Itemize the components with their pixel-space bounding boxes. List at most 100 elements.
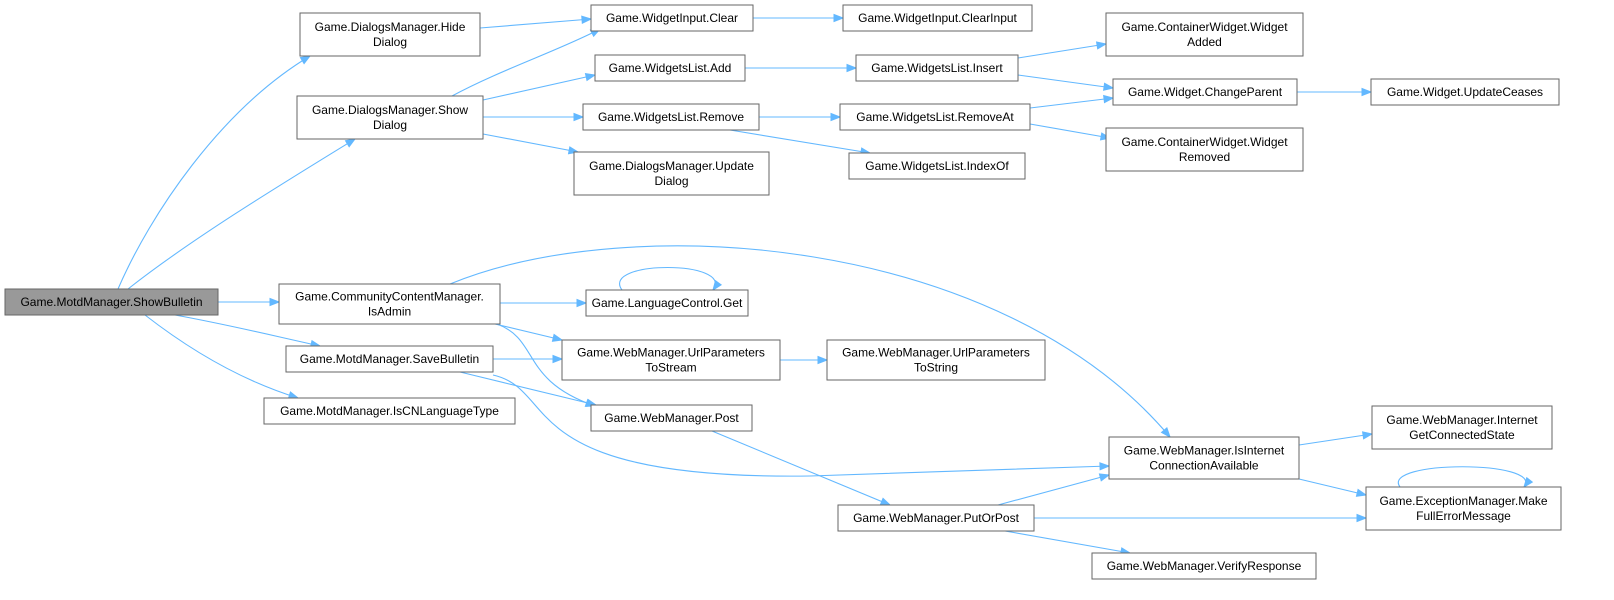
- edge-n10-to-n13: [729, 129, 872, 156]
- node-label: Game.MotdManager.ShowBulletin: [20, 295, 202, 309]
- node-box: [582, 103, 760, 131]
- edge-n0-to-n4: [127, 138, 357, 290]
- node-box: [299, 12, 481, 57]
- node-label: Dialog: [654, 174, 688, 188]
- arrowhead-n15-to-n16: [576, 298, 588, 308]
- node-n23[interactable]: Game.WebManager.InternetGetConnectedStat…: [1371, 405, 1553, 450]
- edge-n25-to-n24: [1034, 513, 1368, 523]
- node-n16[interactable]: Game.LanguageControl.Get: [585, 289, 749, 317]
- edge-n17-to-n18: [780, 355, 829, 365]
- node-n10[interactable]: Game.WidgetsList.Remove: [582, 103, 760, 131]
- node-n24[interactable]: Game.ExceptionManager.MakeFullErrorMessa…: [1365, 486, 1562, 531]
- node-label: Game.WebManager.IsInternet: [1124, 444, 1285, 458]
- arrowhead-n25-to-n24: [1356, 513, 1368, 523]
- node-n20[interactable]: Game.WebManager.Post: [590, 404, 753, 432]
- edge-n5-to-n6: [745, 63, 858, 73]
- arrowhead-n1-to-n2: [581, 15, 593, 24]
- node-box: [1105, 127, 1304, 172]
- arrowhead-n17-to-n18: [817, 355, 829, 365]
- node-label: Game.MotdManager.SaveBulletin: [300, 352, 479, 366]
- node-label: Game.DialogsManager.Hide: [315, 20, 466, 34]
- node-box: [296, 95, 484, 140]
- node-label: Game.WidgetInput.Clear: [606, 11, 738, 25]
- node-box: [1091, 552, 1317, 580]
- node-n3[interactable]: Game.WidgetInput.ClearInput: [842, 4, 1033, 32]
- node-n8[interactable]: Game.Widget.ChangeParent: [1112, 78, 1298, 106]
- node-box: [590, 4, 754, 32]
- node-n5[interactable]: Game.WidgetsList.Add: [594, 54, 746, 82]
- node-label: FullErrorMessage: [1416, 509, 1511, 523]
- node-box: [839, 103, 1031, 131]
- edge-n19-to-n22: [492, 374, 1111, 477]
- edge-n1-to-n2: [479, 15, 593, 29]
- node-box: [848, 152, 1026, 180]
- node-label: Game.ContainerWidget.Widget: [1121, 135, 1288, 149]
- node-n22[interactable]: Game.WebManager.IsInternetConnectionAvai…: [1108, 436, 1300, 480]
- node-n26[interactable]: Game.WebManager.VerifyResponse: [1091, 552, 1317, 580]
- node-label: Game.WebManager.VerifyResponse: [1107, 559, 1302, 573]
- node-n2[interactable]: Game.WidgetInput.Clear: [590, 4, 754, 32]
- node-box: [1112, 78, 1298, 106]
- arrowhead-n0-to-n15: [269, 297, 281, 307]
- edge-n4-to-n10: [483, 112, 585, 122]
- node-box: [590, 404, 753, 432]
- edges-layer: [117, 13, 1534, 556]
- arrowhead-n11-to-n8: [1103, 94, 1115, 104]
- arrowhead-n2-to-n3: [833, 13, 845, 23]
- arrowhead-n20-to-n25: [879, 497, 892, 506]
- node-label: Game.WidgetsList.Add: [609, 61, 732, 75]
- node-box: [285, 345, 494, 373]
- edge-n24-to-n24: [1397, 466, 1534, 489]
- edge-n6-to-n8: [1017, 74, 1115, 91]
- node-box: [573, 151, 770, 196]
- node-n13[interactable]: Game.WidgetsList.IndexOf: [848, 152, 1026, 180]
- node-label: Game.WidgetsList.Remove: [598, 110, 744, 124]
- edge-n4-to-n5: [482, 72, 597, 101]
- node-n21[interactable]: Game.MotdManager.IsCNLanguageType: [263, 397, 516, 425]
- node-label: Game.WidgetsList.Insert: [871, 61, 1003, 75]
- arrowhead-n6-to-n7: [1095, 41, 1108, 50]
- edge-n2-to-n3: [753, 13, 845, 23]
- arrowhead-n25-to-n22: [1098, 473, 1111, 482]
- edge-n8-to-n9: [1297, 87, 1373, 97]
- arrowhead-n0-to-n4: [344, 138, 357, 148]
- node-label: Game.Widget.UpdateCeases: [1387, 85, 1543, 99]
- node-n15[interactable]: Game.CommunityContentManager.IsAdmin: [278, 283, 501, 325]
- node-box: [1371, 405, 1553, 450]
- node-label: Game.WebManager.Post: [604, 411, 739, 425]
- arrowhead-n24-to-n24: [1523, 476, 1534, 489]
- node-label: ConnectionAvailable: [1149, 459, 1259, 473]
- node-label: Dialog: [373, 35, 407, 49]
- node-label: Added: [1187, 35, 1222, 49]
- edge-n19-to-n17: [493, 354, 564, 364]
- node-n0[interactable]: Game.MotdManager.ShowBulletin: [4, 288, 219, 316]
- node-n9[interactable]: Game.Widget.UpdateCeases: [1370, 78, 1560, 106]
- node-label: Game.ExceptionManager.Make: [1379, 494, 1547, 508]
- node-n11[interactable]: Game.WidgetsList.RemoveAt: [839, 103, 1031, 131]
- node-label: Game.ContainerWidget.Widget: [1121, 20, 1288, 34]
- edge-n10-to-n11: [759, 112, 842, 122]
- arrowhead-n6-to-n8: [1103, 82, 1115, 91]
- node-label: Game.WidgetsList.RemoveAt: [856, 110, 1014, 124]
- arrowhead-n19-to-n22: [1099, 462, 1111, 471]
- node-n19[interactable]: Game.MotdManager.SaveBulletin: [285, 345, 494, 373]
- edge-n4-to-n14: [482, 133, 580, 155]
- edge-n15-to-n22: [449, 245, 1171, 439]
- node-box: [826, 339, 1046, 381]
- node-label: ToString: [914, 361, 958, 375]
- edge-n20-to-n25: [711, 430, 892, 506]
- node-box: [855, 54, 1019, 82]
- node-n6[interactable]: Game.WidgetsList.Insert: [855, 54, 1019, 82]
- node-n25[interactable]: Game.WebManager.PutOrPost: [837, 504, 1035, 532]
- node-label: Game.WebManager.PutOrPost: [853, 511, 1020, 525]
- edge-n0-to-n1: [117, 55, 312, 290]
- arrowhead-n4-to-n5: [584, 72, 597, 82]
- edge-n0-to-n21: [144, 314, 300, 400]
